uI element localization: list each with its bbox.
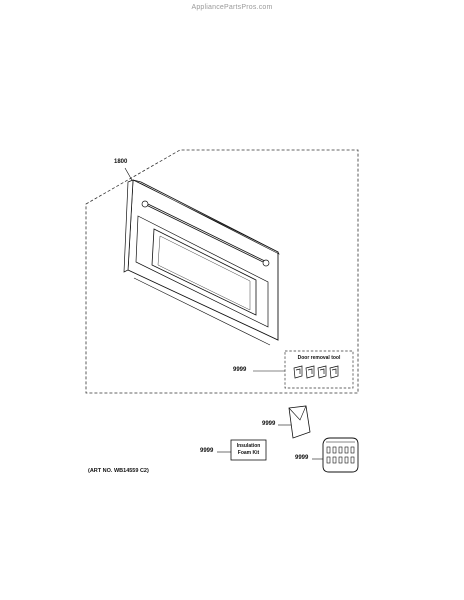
door-bottom-lip — [133, 277, 271, 346]
handle-mount-left — [141, 200, 149, 208]
door-side-edge — [123, 179, 134, 273]
door-removal-tool-box — [284, 350, 354, 389]
door-removal-tool-label: Door removal tool — [297, 355, 341, 361]
insulation-kit-label-line2: Foam Kit — [237, 450, 260, 456]
handle-mount-right — [262, 259, 270, 267]
door-inner-frame — [135, 215, 269, 328]
insulation-kit-box — [230, 439, 267, 461]
door-leader-line — [124, 167, 134, 183]
callout-envelope: 9999 — [262, 421, 276, 427]
callout-door-removal-tool: 9999 — [233, 367, 247, 373]
hardware-screws — [326, 446, 355, 464]
removal-tool-clip-1 — [293, 365, 303, 379]
door-window — [151, 228, 257, 316]
removal-tool-clip-4 — [329, 365, 339, 379]
watermark-text: AppliancePartsPros.com — [191, 4, 273, 11]
callout-insulation-kit: 9999 — [200, 448, 214, 454]
removal-tool-clip-3 — [317, 365, 327, 379]
oven-door — [123, 179, 280, 346]
door-removal-tool-parts — [293, 365, 339, 379]
door-window-inner — [157, 235, 251, 311]
insulation-kit-label-line1: Insulation — [236, 443, 261, 449]
door-handle-highlight — [143, 202, 268, 264]
envelope-part — [288, 405, 311, 439]
hardware-bag — [322, 437, 359, 473]
art-number: (ART NO. WB14559 C2) — [88, 468, 149, 474]
callout-hardware-bag: 9999 — [295, 455, 309, 461]
assembly-boundary — [85, 149, 359, 394]
door-top-edge — [132, 179, 280, 255]
removal-tool-clip-2 — [305, 365, 315, 379]
envelope-flap — [288, 405, 307, 421]
callout-door-1800: 1800 — [114, 159, 128, 165]
